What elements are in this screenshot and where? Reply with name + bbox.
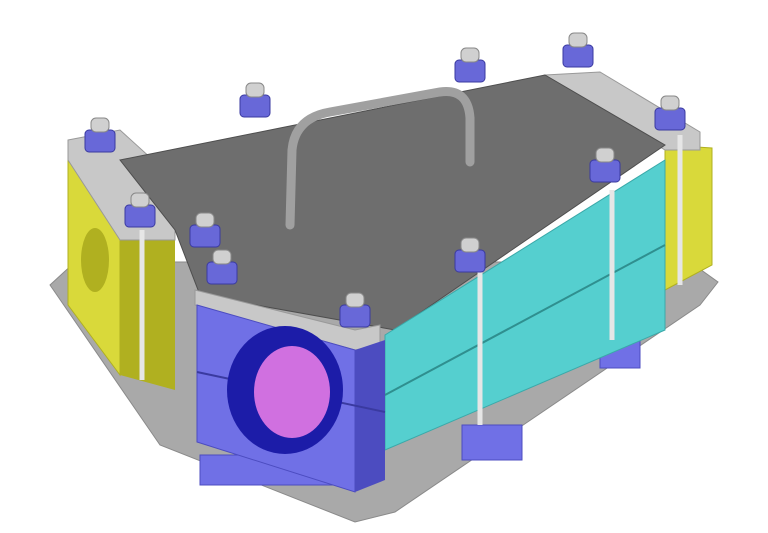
hex-nut — [239, 94, 271, 118]
bolt-nut-icon — [562, 32, 594, 68]
bolt-nut-icon — [124, 192, 156, 228]
bolt-cap — [245, 82, 265, 98]
hex-nut — [189, 224, 221, 248]
bolt-nut-icon — [654, 95, 686, 131]
bolt-cap — [130, 192, 150, 208]
bolt-nut-icon — [84, 117, 116, 153]
bolt-cap — [195, 212, 215, 228]
bolt-cap — [212, 249, 232, 265]
bolt-nut-icon — [589, 147, 621, 183]
hex-nut — [124, 204, 156, 228]
bolt-cap — [90, 117, 110, 133]
bolt-cap — [345, 292, 365, 308]
bolt-nut-icon — [454, 47, 486, 83]
yellow-block-hole — [81, 228, 109, 292]
bolt-cap — [660, 95, 680, 111]
blue-clamp-block-side — [355, 340, 385, 492]
hex-nut — [84, 129, 116, 153]
hex-nut — [454, 249, 486, 273]
mount-foot — [461, 424, 523, 461]
bolt-cap — [568, 32, 588, 48]
hex-nut — [562, 44, 594, 68]
bolt-cap — [460, 47, 480, 63]
panel-seam — [384, 244, 666, 396]
lifting-handle — [285, 87, 475, 230]
hex-nut — [206, 261, 238, 285]
hex-nut — [339, 304, 371, 328]
hex-nut — [454, 59, 486, 83]
bolt-nut-icon — [454, 237, 486, 273]
hex-nut — [589, 159, 621, 183]
bolt-cap — [460, 237, 480, 253]
bolt-nut-icon — [239, 82, 271, 118]
hex-nut — [654, 107, 686, 131]
pipe-bore — [254, 346, 330, 438]
yellow-clamp-block-right — [664, 144, 713, 291]
bolt-nut-icon — [189, 212, 221, 248]
bolt-nut-icon — [206, 249, 238, 285]
bolt-cap — [595, 147, 615, 163]
bolt-nut-icon — [339, 292, 371, 328]
